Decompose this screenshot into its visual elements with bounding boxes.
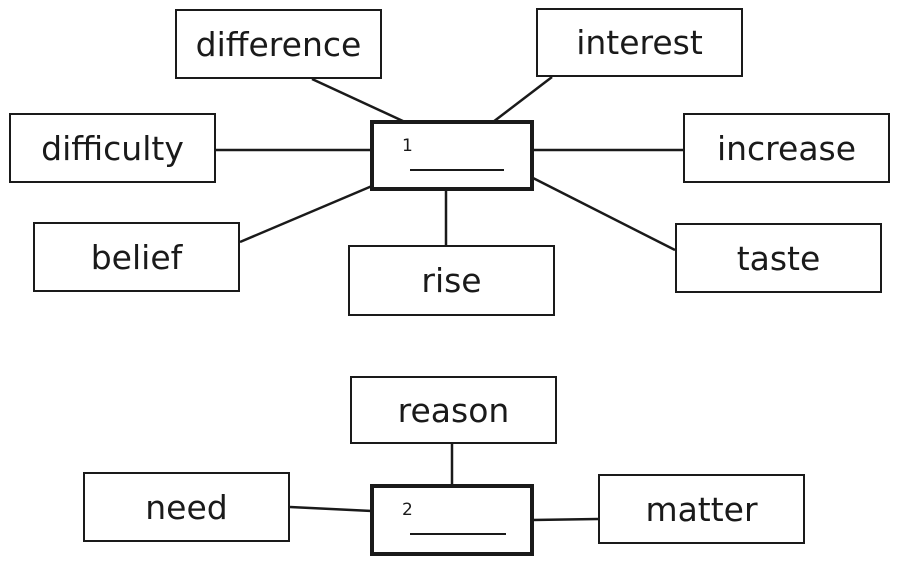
connector-interest <box>492 76 553 123</box>
word-interest: interest <box>576 23 703 62</box>
word-matter: matter <box>645 489 758 529</box>
word-reason: reason <box>397 390 510 430</box>
word-box-increase: increase <box>683 113 890 183</box>
word-box-interest: interest <box>536 8 743 77</box>
word-box-taste: taste <box>675 223 882 293</box>
word-increase: increase <box>716 128 857 168</box>
word-rise: rise <box>421 261 482 300</box>
word-box-need: need <box>83 472 290 542</box>
answer-blank-1 <box>410 169 504 171</box>
gap-box-2: 2 <box>370 484 534 556</box>
answer-blank-2 <box>410 533 506 535</box>
word-box-difference: difference <box>175 9 382 79</box>
word-box-matter: matter <box>598 474 805 544</box>
gap-number-2: 2 <box>402 500 413 520</box>
word-difference: difference <box>195 24 362 64</box>
word-box-difficulty: difficulty <box>9 113 216 183</box>
connector-belief <box>239 184 373 244</box>
gap-box-1: 1 <box>370 120 534 191</box>
word-box-belief: belief <box>33 222 240 292</box>
word-box-rise: rise <box>348 245 555 316</box>
word-belief: belief <box>90 237 183 277</box>
connector-matter <box>531 517 599 522</box>
word-need: need <box>145 487 228 527</box>
connector-taste <box>532 176 676 252</box>
word-taste: taste <box>736 238 821 278</box>
gap-number-1: 1 <box>402 136 413 156</box>
word-difficulty: difficulty <box>41 128 184 168</box>
word-box-reason: reason <box>350 376 557 444</box>
connector-difference <box>311 77 406 124</box>
connector-need <box>289 505 373 513</box>
